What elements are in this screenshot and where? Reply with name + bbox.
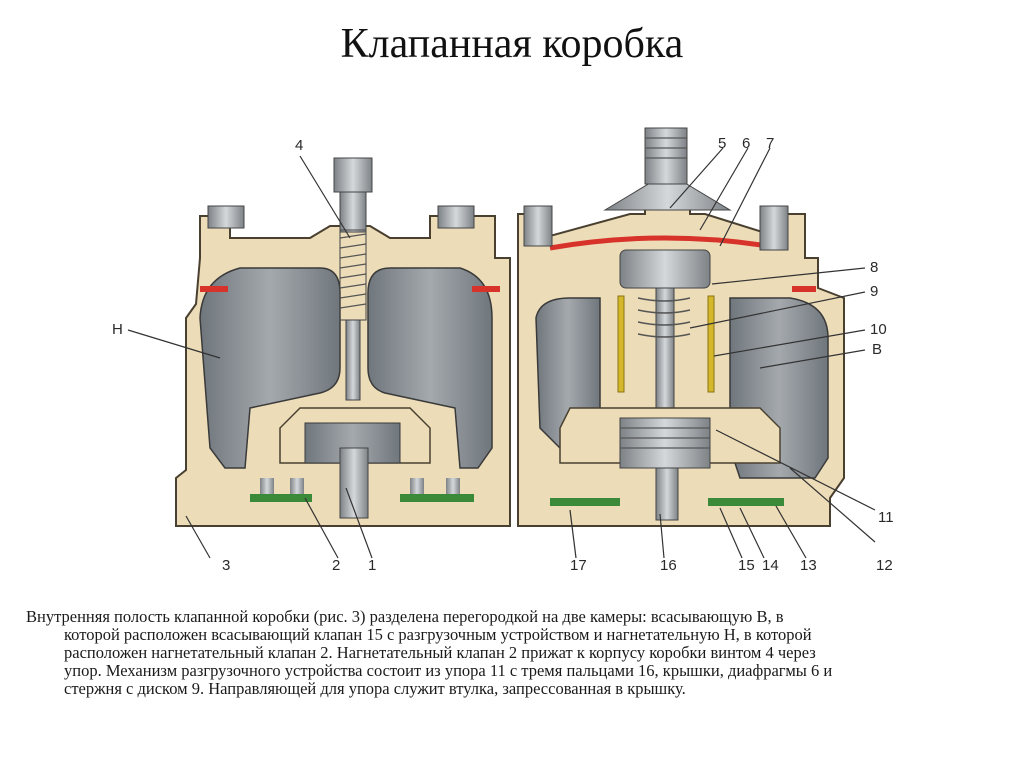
label-H: Н — [112, 321, 123, 338]
callout-labels: 4 Н 3 2 1 5 6 7 8 9 10 В 11 12 13 14 15 … — [112, 135, 894, 574]
caption-line-5: стержня с диском 9. Направляющей для упо… — [64, 679, 686, 698]
caption-line-4: упор. Механизм разгрузочного устройства … — [64, 661, 833, 680]
label-2: 2 — [332, 557, 340, 574]
description-text: Внутренняя полость клапанной коробки (ри… — [26, 608, 1001, 698]
label-16: 16 — [660, 557, 677, 574]
label-1: 1 — [368, 557, 376, 574]
leader-lines — [127, 147, 876, 559]
label-7: 7 — [766, 135, 774, 152]
slide-title: Клапанная коробка — [340, 21, 684, 67]
label-5: 5 — [718, 135, 726, 152]
label-6: 6 — [742, 135, 750, 152]
label-14: 14 — [762, 557, 779, 574]
label-B: В — [872, 341, 882, 358]
caption-line-1: Внутренняя полость клапанной коробки (ри… — [26, 607, 784, 626]
left-housing — [175, 157, 511, 527]
caption-line-3: расположен нагнетательный клапан 2. Нагн… — [64, 643, 816, 662]
label-15: 15 — [738, 557, 755, 574]
valve-box-diagram: 4 Н 3 2 1 5 6 7 8 9 10 В 11 12 13 14 15 … — [112, 127, 894, 574]
label-13: 13 — [800, 557, 817, 574]
label-3: 3 — [222, 557, 230, 574]
label-4: 4 — [295, 137, 303, 154]
right-housing — [517, 127, 845, 527]
label-10: 10 — [870, 321, 887, 338]
caption-line-2: которой расположен всасывающий клапан 15… — [64, 625, 812, 644]
label-12: 12 — [876, 557, 893, 574]
label-17: 17 — [570, 557, 587, 574]
label-11: 11 — [878, 509, 894, 526]
label-8: 8 — [870, 259, 878, 276]
label-9: 9 — [870, 283, 878, 300]
